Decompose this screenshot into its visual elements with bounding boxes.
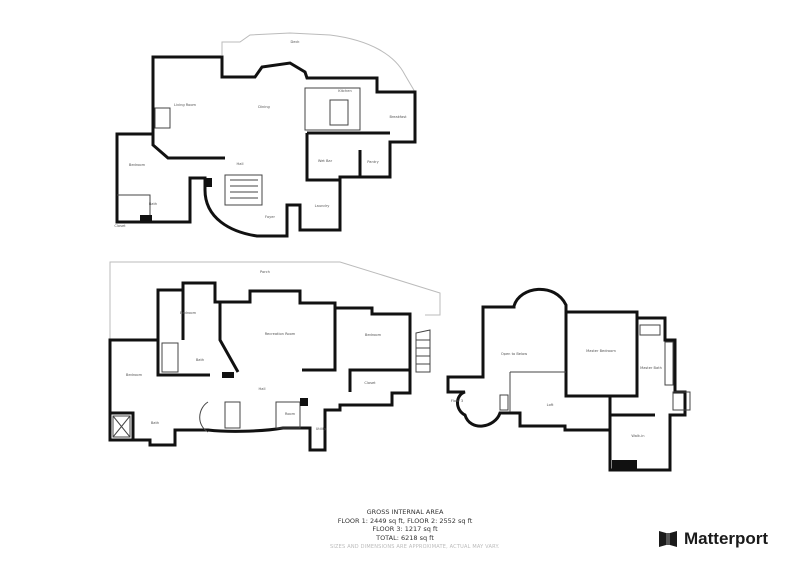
gross-area-summary: GROSS INTERNAL AREA FLOOR 1: 2449 sq ft,…	[330, 508, 500, 552]
room-label: Bedroom	[365, 333, 382, 337]
brand-name: Matterport	[684, 529, 769, 548]
area-floor-1-2: FLOOR 1: 2449 sq ft, FLOOR 2: 2552 sq ft	[337, 516, 473, 525]
matterport-logo: Matterport	[658, 529, 768, 549]
room-label: Utility	[316, 427, 327, 431]
area-title: GROSS INTERNAL AREA	[366, 508, 444, 516]
room-label: Dining	[258, 105, 270, 109]
room-label: Closet	[114, 224, 126, 228]
room-label: Hall	[237, 162, 244, 166]
area-floor-3: FLOOR 3: 1217 sq ft	[372, 525, 438, 533]
room-label: Hall	[259, 387, 266, 391]
room-label: Loft	[547, 403, 554, 407]
area-total: TOTAL: 6218 sq ft	[376, 533, 434, 542]
room-label: Living Room	[174, 103, 197, 107]
disclaimer: SIZES AND DIMENSIONS ARE APPROXIMATE, AC…	[330, 544, 500, 550]
room-label: Bedroom	[129, 163, 146, 167]
room-label: Porch	[260, 270, 270, 274]
room-label: Bedroom	[126, 373, 143, 377]
room-label: Floor 3	[451, 399, 463, 403]
room-label: Master Bath	[640, 366, 662, 370]
room-label: Bath	[149, 202, 157, 206]
room-label: Pantry	[367, 160, 379, 164]
floor-plans: Deck Living Room Dining Kitchen Breakfas…	[108, 32, 691, 472]
room-label: Kitchen	[338, 89, 352, 93]
matterport-logo-icon	[659, 531, 677, 547]
floor-2-plan: Porch Bedroom Recreation Room Bedroom Be…	[108, 261, 441, 452]
room-label: Bedroom	[180, 311, 197, 315]
room-label: Room	[285, 412, 296, 416]
room-label: Closet	[364, 381, 376, 385]
room-label: Laundry	[315, 204, 331, 208]
room-label: Deck	[290, 40, 300, 44]
room-label: Recreation Room	[265, 332, 296, 336]
floor-3-plan: Open to Below Master Bedroom Master Bath…	[446, 287, 691, 472]
room-label: Open to Below	[501, 352, 527, 356]
room-label: Walk-in	[631, 434, 644, 438]
room-label: Foyer	[265, 215, 275, 219]
room-label: Bath	[196, 358, 204, 362]
room-label: Breakfast	[389, 115, 407, 119]
room-label: Wet Bar	[318, 159, 333, 163]
floor-1-plan: Deck Living Room Dining Kitchen Breakfas…	[114, 32, 417, 238]
room-label: Bath	[151, 421, 159, 425]
room-label: Master Bedroom	[586, 349, 616, 353]
